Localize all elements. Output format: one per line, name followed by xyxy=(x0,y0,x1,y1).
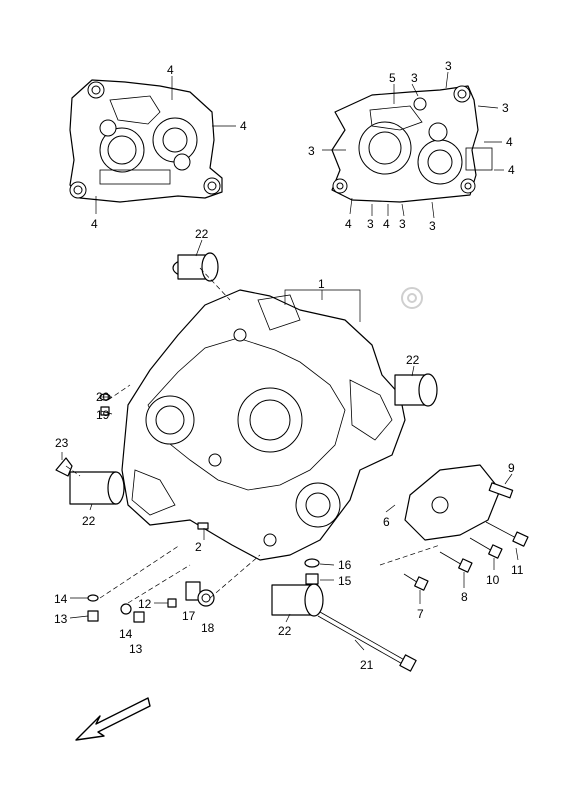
callout-3: 3 xyxy=(308,144,315,158)
bolt-13b xyxy=(133,611,145,623)
callout-3: 3 xyxy=(429,219,436,233)
callout-9: 9 xyxy=(508,461,515,475)
callout-13: 13 xyxy=(54,612,68,626)
bolt-8 xyxy=(439,551,473,573)
callout-labels: 4 4 4 5 3 3 3 4 4 3 4 3 4 3 3 22 1 22 20… xyxy=(54,59,524,672)
crankcase-left-view xyxy=(69,79,223,203)
callout-22: 22 xyxy=(278,624,292,638)
callout-18: 18 xyxy=(201,621,215,635)
pin-2 xyxy=(197,522,209,530)
callout-3: 3 xyxy=(502,101,509,115)
gear-icon xyxy=(401,287,423,309)
callout-4: 4 xyxy=(167,63,174,77)
callout-7: 7 xyxy=(417,607,424,621)
callout-14: 14 xyxy=(54,592,68,606)
callout-12: 12 xyxy=(138,597,152,611)
callout-4: 4 xyxy=(508,163,515,177)
callout-4: 4 xyxy=(506,135,513,149)
side-cover xyxy=(404,464,501,541)
callout-4: 4 xyxy=(345,217,352,231)
oil-seal-right xyxy=(394,373,438,407)
callout-11: 11 xyxy=(511,563,524,577)
callout-22: 22 xyxy=(195,227,209,241)
callout-4: 4 xyxy=(383,217,390,231)
oil-seal-bottom xyxy=(271,583,324,617)
callout-3: 3 xyxy=(445,59,452,73)
callout-3: 3 xyxy=(411,71,418,85)
callout-10: 10 xyxy=(486,573,500,587)
callout-23: 23 xyxy=(55,436,69,450)
callout-8: 8 xyxy=(461,590,468,604)
bolt-10 xyxy=(469,537,503,559)
callout-17: 17 xyxy=(182,609,196,623)
bolt-9 xyxy=(488,482,514,499)
bolt-7 xyxy=(403,573,429,591)
callout-19: 19 xyxy=(96,408,110,422)
callout-21: 21 xyxy=(360,658,374,672)
washer-15 xyxy=(305,573,319,585)
callout-5: 5 xyxy=(389,71,396,85)
callout-20: 20 xyxy=(96,390,110,404)
bolt-11 xyxy=(485,521,529,547)
dowel-12 xyxy=(167,598,177,608)
washer-14a xyxy=(87,594,99,602)
callout-14: 14 xyxy=(119,627,133,641)
ring-18 xyxy=(197,589,215,607)
callout-22: 22 xyxy=(406,353,420,367)
washer-14b xyxy=(120,603,132,615)
callout-6: 6 xyxy=(383,515,390,529)
callout-1: 1 xyxy=(318,277,325,291)
callout-3: 3 xyxy=(367,217,374,231)
callout-15: 15 xyxy=(338,574,352,588)
callout-13: 13 xyxy=(129,642,143,656)
bolt-13a xyxy=(87,610,99,622)
nut-16 xyxy=(304,558,320,568)
callout-2: 2 xyxy=(195,540,202,554)
callout-4: 4 xyxy=(91,217,98,231)
long-bolt-21 xyxy=(317,611,417,672)
direction-arrow xyxy=(75,697,151,741)
callout-22: 22 xyxy=(82,514,96,528)
oil-seal-left xyxy=(69,471,125,505)
leader-lines xyxy=(61,71,519,651)
cap-23 xyxy=(55,457,73,477)
plug-17 xyxy=(185,581,201,601)
crankcase-right-view xyxy=(331,85,493,203)
callout-4: 4 xyxy=(240,119,247,133)
oil-seal-top xyxy=(172,252,219,282)
callout-16: 16 xyxy=(338,558,352,572)
crankcase-assembly xyxy=(121,289,406,561)
callout-3: 3 xyxy=(399,217,406,231)
